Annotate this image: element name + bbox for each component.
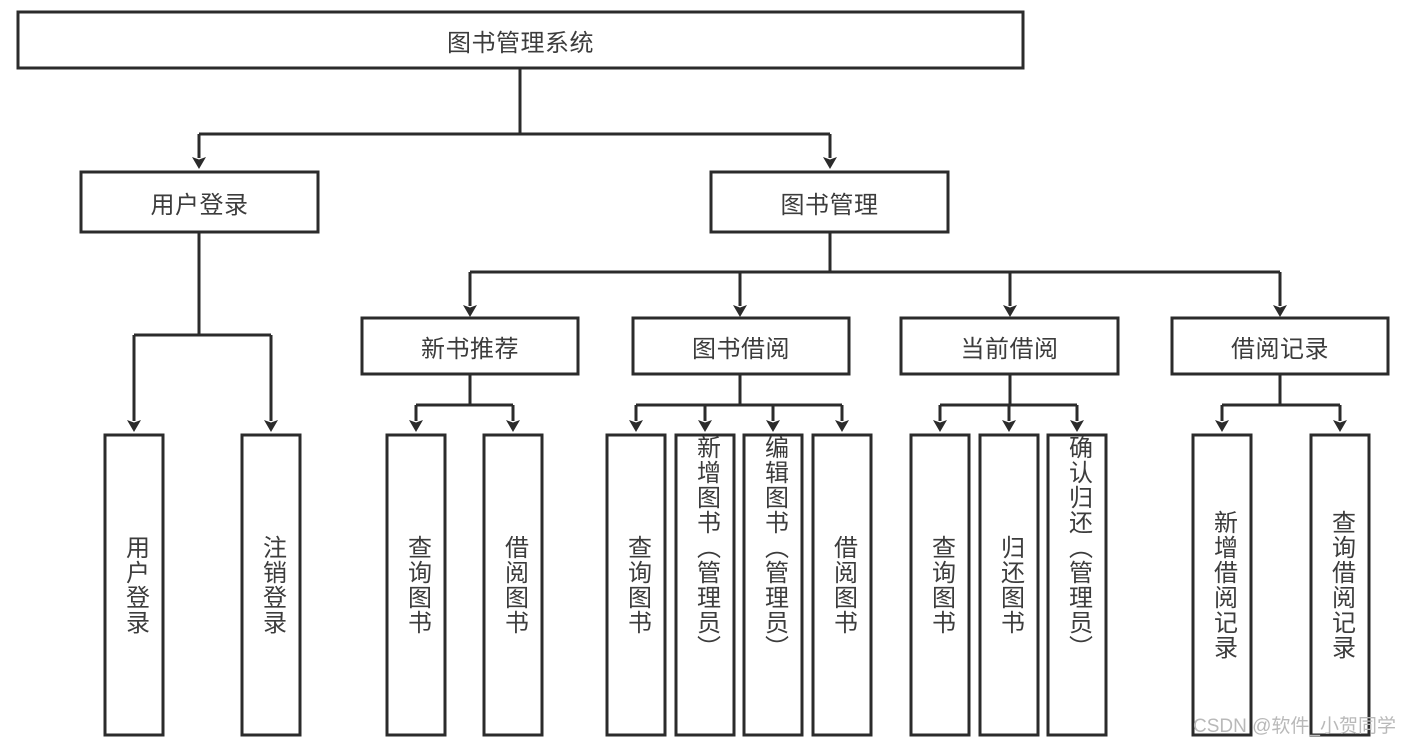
node-borrow-record-box[interactable] <box>1170 316 1390 376</box>
node-leaf-rec-query-box[interactable] <box>385 433 447 737</box>
node-leaf-borrow-query-box[interactable] <box>605 433 667 737</box>
csdn-watermark: CSDN @软件_小贺同学 <box>1193 716 1396 737</box>
node-leaf-cur-confirm-box[interactable] <box>1046 433 1108 737</box>
node-leaf-cur-query-box[interactable] <box>909 433 971 737</box>
node-leaf-user-login-box[interactable] <box>103 433 165 737</box>
node-book-borrow-box[interactable] <box>631 316 851 376</box>
node-book-manage-box[interactable] <box>709 170 950 234</box>
node-leaf-user-logout-box[interactable] <box>240 433 302 737</box>
node-leaf-rec-add-box[interactable] <box>1191 433 1253 737</box>
node-leaf-rec-borrow-box[interactable] <box>482 433 544 737</box>
node-new-book-rec-box[interactable] <box>360 316 580 376</box>
node-user-login-box[interactable] <box>79 170 320 234</box>
node-leaf-rec-search-box[interactable] <box>1309 433 1371 737</box>
node-current-borrow-box[interactable] <box>899 316 1120 376</box>
node-root-box[interactable] <box>16 10 1025 70</box>
node-leaf-borrow-borrow-box[interactable] <box>811 433 873 737</box>
node-leaf-cur-return-box[interactable] <box>978 433 1040 737</box>
node-leaf-borrow-edit-box[interactable] <box>742 433 804 737</box>
node-leaf-borrow-add-box[interactable] <box>674 433 736 737</box>
